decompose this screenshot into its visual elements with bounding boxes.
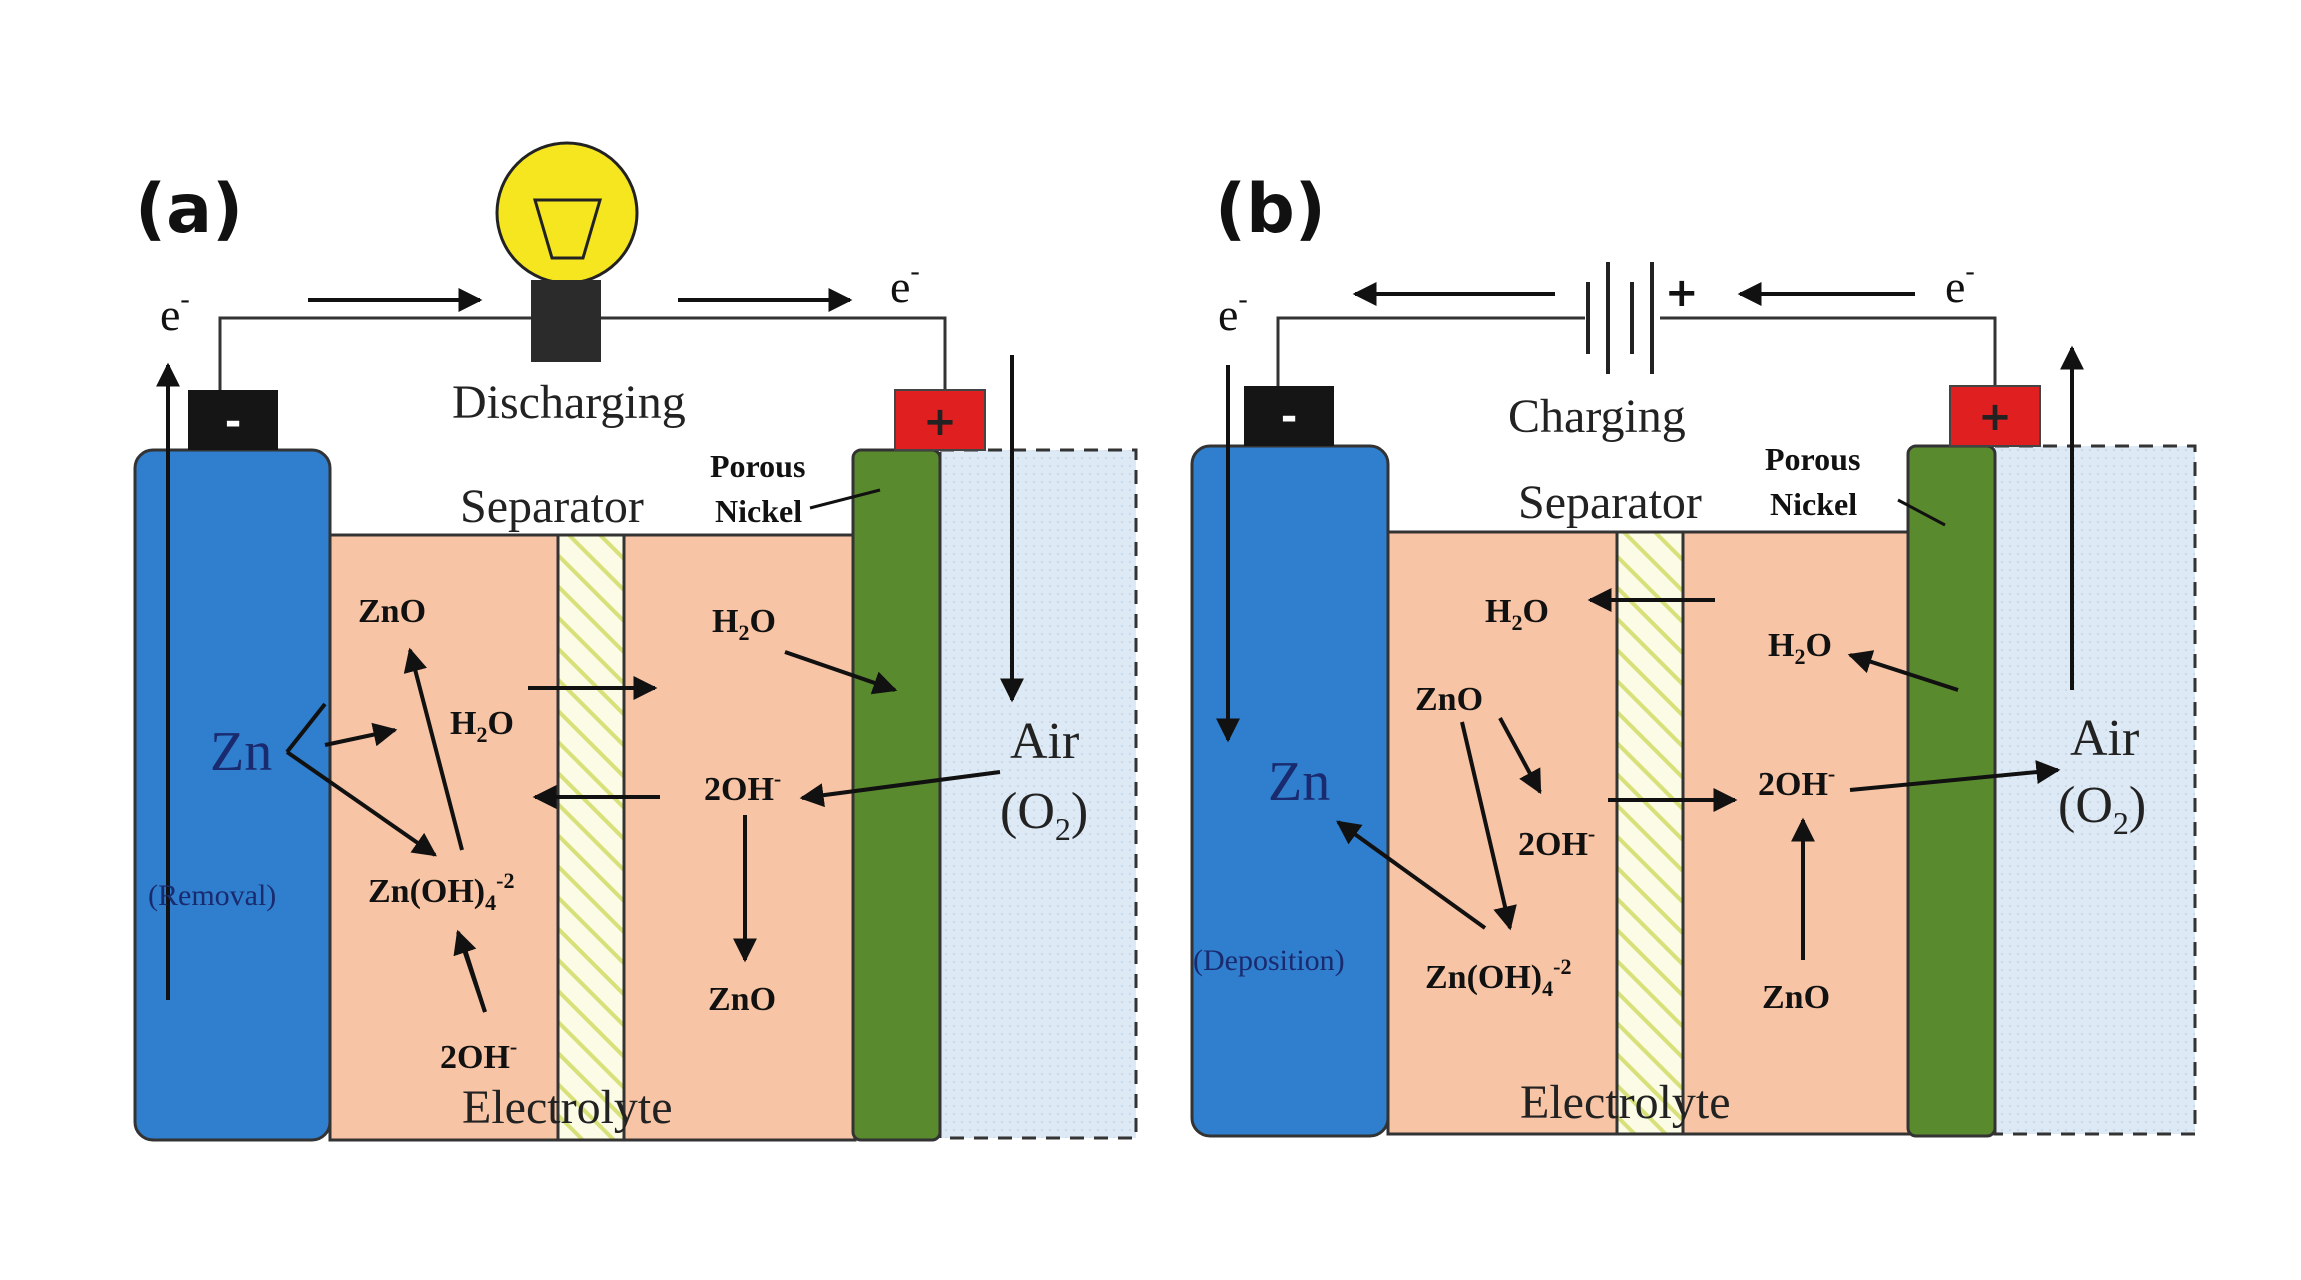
electron-label: e-	[890, 256, 920, 312]
air-region	[1993, 444, 2197, 1136]
species-hydroxide: 2OH-	[704, 766, 781, 808]
air-label: Air	[2070, 710, 2139, 767]
dc-source-icon	[1586, 262, 1654, 374]
species-water: H2O	[1768, 627, 1832, 669]
porous-nickel-electrode	[851, 448, 942, 1142]
reaction-arrow	[285, 702, 327, 754]
positive-terminal	[894, 389, 986, 451]
species-water: H2O	[450, 705, 514, 747]
species-hydroxide: 2OH-	[1758, 761, 1835, 803]
positive-terminal-label: +	[923, 399, 957, 445]
species-zincate: Zn(OH)4-2	[1425, 954, 1571, 1001]
reaction-arrow	[285, 750, 437, 857]
positive-terminal	[1949, 385, 2041, 447]
negative-terminal	[188, 390, 278, 450]
zinc-deposition-label: (Deposition)	[1193, 944, 1345, 977]
circuit-wire-b	[1276, 316, 1585, 392]
species-zno: ZnO	[1762, 979, 1830, 1016]
species-hydroxide: 2OH-	[1518, 821, 1595, 863]
oxygen-label: (O2)	[2058, 777, 2146, 841]
source-plus-label: +	[1665, 270, 1699, 316]
separator	[1615, 530, 1685, 1136]
reaction-arrow	[1498, 717, 1542, 795]
air-region	[938, 448, 1138, 1140]
reaction-arrow	[1460, 721, 1517, 931]
species-zno: ZnO	[358, 593, 426, 630]
reaction-arrow	[1849, 760, 2061, 792]
oxygen-label: (O2)	[1000, 783, 1088, 847]
electron-label: e-	[160, 284, 190, 340]
electrolyte-label: Electrolyte	[462, 1081, 673, 1134]
species-water: H2O	[1485, 593, 1549, 635]
circuit-wire-b	[1660, 316, 1997, 390]
species-zincate: Zn(OH)4-2	[368, 868, 514, 915]
positive-terminal-label: +	[1978, 394, 2012, 440]
reaction-arrow	[324, 722, 398, 747]
panel-a: (a) e- e- - + Discharging Separator	[133, 141, 1138, 1142]
reaction-arrow	[1847, 650, 1959, 692]
negative-terminal-label: -	[225, 399, 242, 445]
porous-nickel-label: Nickel	[1770, 486, 1857, 522]
zinc-removal-label: (Removal)	[148, 879, 276, 912]
porous-nickel-label: Porous	[710, 448, 805, 484]
zinc-electrode	[133, 448, 332, 1142]
porous-nickel-label: Porous	[1765, 441, 1860, 477]
species-zno: ZnO	[708, 981, 776, 1018]
air-label: Air	[1010, 713, 1079, 770]
electrolyte-label: Electrolyte	[1520, 1076, 1731, 1129]
zinc-label: Zn	[1268, 751, 1330, 813]
negative-terminal-label: -	[1281, 394, 1298, 440]
panel-b-label: (b)	[1215, 170, 1326, 249]
species-hydroxide: 2OH-	[440, 1034, 517, 1076]
separator-label: Separator	[460, 480, 644, 533]
separator-label: Separator	[1518, 476, 1702, 529]
porous-nickel-label: Nickel	[715, 493, 802, 529]
panel-b: (b) + e- e- - + Charging Separator Poro	[1190, 170, 2197, 1138]
porous-nickel-leader-line	[809, 488, 881, 510]
panel-a-label: (a)	[135, 170, 243, 249]
mode-label: Discharging	[452, 376, 686, 429]
negative-terminal	[1244, 386, 1334, 446]
electron-label: e-	[1945, 256, 1975, 312]
porous-nickel-leader-line	[1897, 498, 1946, 527]
reaction-arrow	[784, 650, 898, 695]
electron-label: e-	[1218, 284, 1248, 340]
lightbulb-icon	[495, 141, 639, 362]
reaction-arrow	[799, 770, 1001, 808]
separator	[556, 533, 626, 1142]
reaction-arrow	[403, 647, 464, 851]
species-water: H2O	[712, 603, 776, 645]
species-zno: ZnO	[1415, 681, 1483, 718]
porous-nickel-electrode	[1906, 444, 1997, 1138]
reaction-arrow	[453, 929, 487, 1013]
zinc-label: Zn	[210, 721, 272, 783]
mode-label: Charging	[1508, 390, 1686, 443]
reaction-arrow	[1336, 820, 1487, 930]
